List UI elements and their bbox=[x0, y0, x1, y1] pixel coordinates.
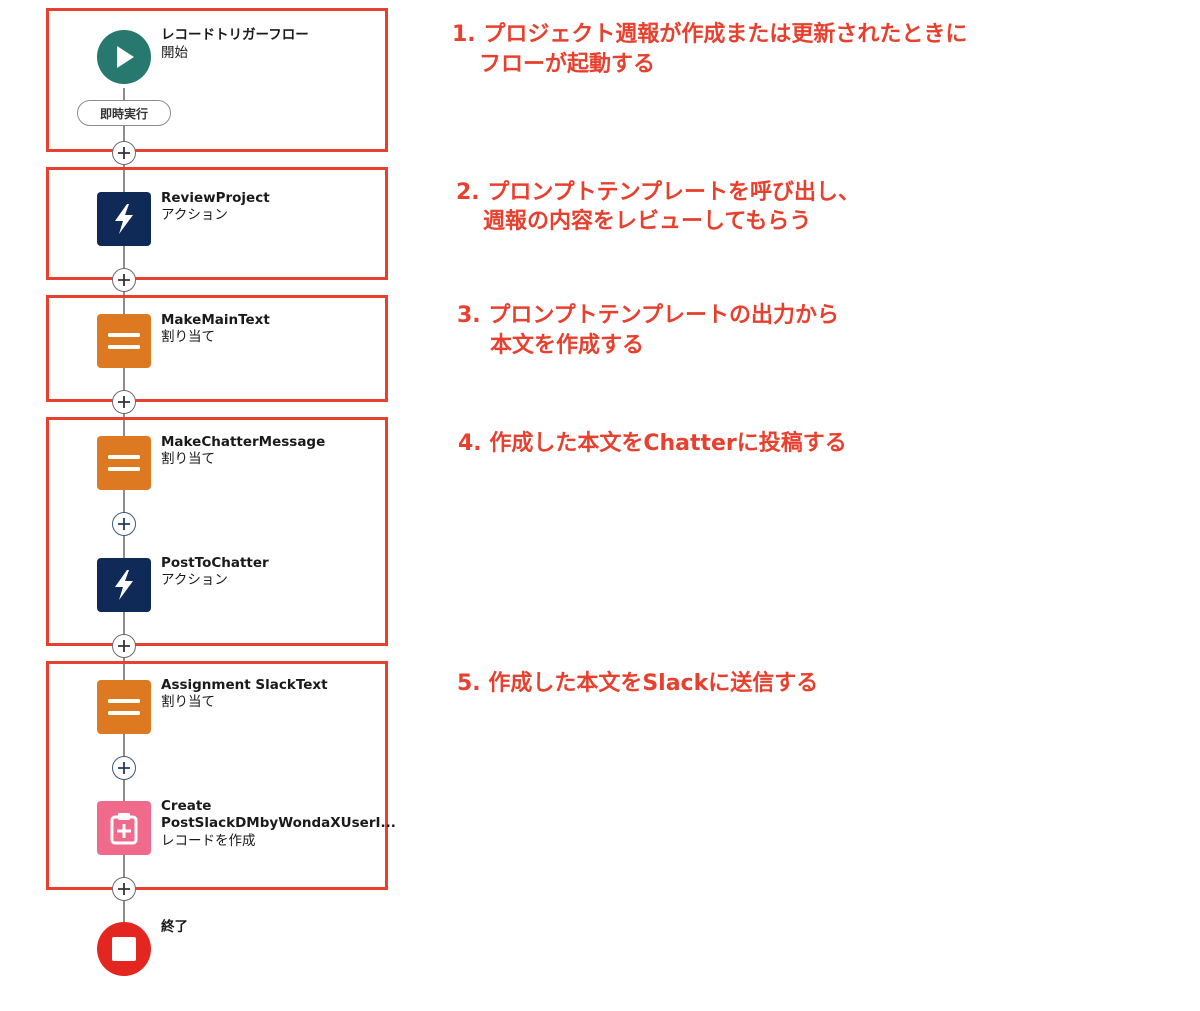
review-project-title: ReviewProject bbox=[161, 190, 270, 206]
add-element-button[interactable] bbox=[112, 141, 136, 165]
add-element-button[interactable] bbox=[112, 877, 136, 901]
create-record-node[interactable] bbox=[97, 801, 151, 855]
assignment-slack-text-subtitle: 割り当て bbox=[161, 694, 215, 710]
annotation-2-line2: 週報の内容をレビューしてもらう bbox=[483, 209, 812, 234]
plus-icon bbox=[118, 518, 130, 530]
plus-icon bbox=[118, 396, 130, 408]
end-node[interactable] bbox=[97, 922, 151, 976]
annotation-5: 5. 作成した本文をSlackに送信する bbox=[457, 671, 819, 696]
annotation-3-line1: 3. プロンプトテンプレートの出力から bbox=[457, 303, 840, 328]
highlight-box-main-text bbox=[46, 295, 388, 402]
start-node[interactable] bbox=[97, 30, 151, 84]
annotation-2-line1: 2. プロンプトテンプレートを呼び出し、 bbox=[456, 180, 861, 205]
make-main-text-subtitle: 割り当て bbox=[161, 329, 215, 345]
play-icon bbox=[117, 46, 134, 68]
start-node-title: レコードトリガーフロー bbox=[161, 27, 309, 43]
equals-icon bbox=[108, 455, 140, 471]
plus-icon bbox=[118, 147, 130, 159]
post-to-chatter-node[interactable] bbox=[97, 558, 151, 612]
create-record-subtitle: レコードを作成 bbox=[161, 833, 256, 849]
add-element-button[interactable] bbox=[112, 512, 136, 536]
equals-icon bbox=[108, 333, 140, 349]
make-chatter-message-title: MakeChatterMessage bbox=[161, 434, 326, 450]
end-node-title: 終了 bbox=[161, 919, 188, 935]
review-project-node[interactable] bbox=[97, 192, 151, 246]
lightning-icon bbox=[115, 204, 133, 234]
start-node-subtitle: 開始 bbox=[161, 45, 188, 61]
annotation-1-line2: フローが起動する bbox=[479, 52, 656, 77]
make-main-text-title: MakeMainText bbox=[161, 312, 270, 328]
plus-icon bbox=[118, 274, 130, 286]
equals-icon bbox=[108, 699, 140, 715]
create-record-title-line1: Create bbox=[161, 798, 212, 814]
clipboard-plus-icon bbox=[110, 813, 138, 845]
post-to-chatter-subtitle: アクション bbox=[161, 572, 228, 588]
annotation-3-line2: 本文を作成する bbox=[490, 333, 645, 358]
stop-icon bbox=[112, 937, 136, 961]
add-element-button[interactable] bbox=[112, 634, 136, 658]
add-element-button[interactable] bbox=[112, 390, 136, 414]
highlight-box-review bbox=[46, 167, 388, 280]
lightning-icon bbox=[115, 570, 133, 600]
plus-icon bbox=[118, 762, 130, 774]
assignment-slack-text-title: Assignment SlackText bbox=[161, 677, 328, 693]
make-chatter-message-node[interactable] bbox=[97, 436, 151, 490]
make-main-text-node[interactable] bbox=[97, 314, 151, 368]
annotation-4: 4. 作成した本文をChatterに投稿する bbox=[458, 431, 847, 456]
highlight-box-slack bbox=[46, 661, 388, 890]
highlight-box-trigger bbox=[46, 8, 388, 152]
add-element-button[interactable] bbox=[112, 268, 136, 292]
annotation-1-line1: 1. プロジェクト週報が作成または更新されたときに bbox=[452, 22, 968, 47]
post-to-chatter-title: PostToChatter bbox=[161, 555, 269, 571]
run-immediately-pill[interactable]: 即時実行 bbox=[77, 100, 171, 126]
plus-icon bbox=[118, 640, 130, 652]
assignment-slack-text-node[interactable] bbox=[97, 680, 151, 734]
add-element-button[interactable] bbox=[112, 756, 136, 780]
review-project-subtitle: アクション bbox=[161, 207, 228, 223]
plus-icon bbox=[118, 883, 130, 895]
make-chatter-message-subtitle: 割り当て bbox=[161, 451, 215, 467]
highlight-box-chatter bbox=[46, 417, 388, 646]
create-record-title-line2: PostSlackDMbyWondaXUserI... bbox=[161, 815, 396, 831]
